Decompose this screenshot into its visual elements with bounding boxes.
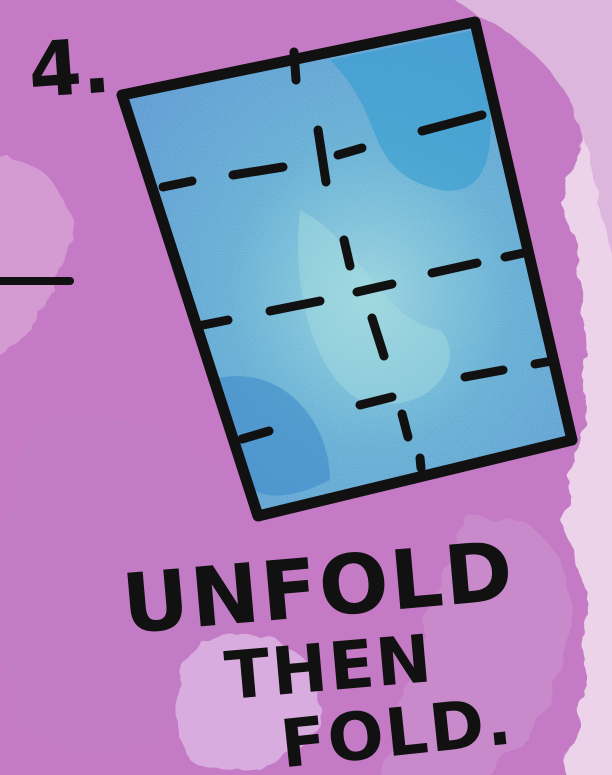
step-number-label: 4. xyxy=(26,21,114,115)
